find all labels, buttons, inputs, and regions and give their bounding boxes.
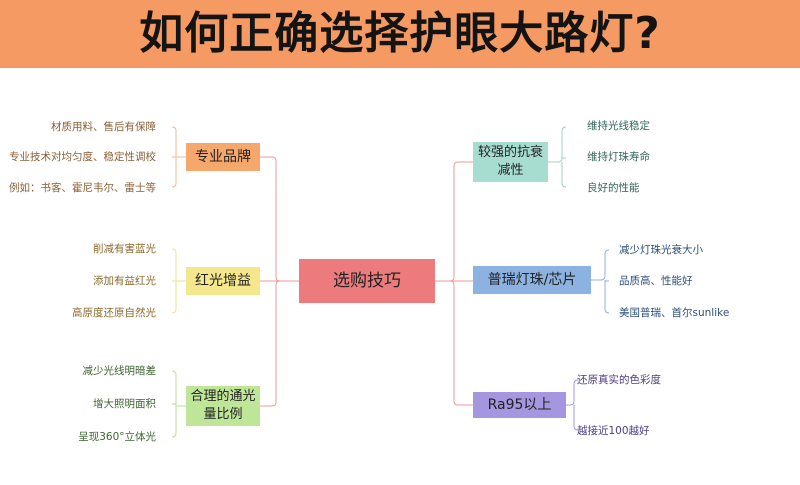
branch-red-light-gain: 红光增益 bbox=[186, 267, 260, 295]
leaf-decay-1: 维持光线稳定 bbox=[587, 120, 650, 132]
branch-light-ratio: 合理的通光量比例 bbox=[186, 386, 260, 426]
leaf-chip-2: 品质高、性能好 bbox=[619, 275, 693, 287]
connector-center-ra bbox=[435, 280, 473, 406]
branch-ra95: Ra95以上 bbox=[473, 392, 566, 418]
leaf-red-3: 高原度还原自然光 bbox=[72, 307, 156, 319]
page-title: 如何正确选择护眼大路灯? bbox=[139, 8, 661, 59]
leaf-ratio-2: 增大照明面积 bbox=[93, 398, 156, 410]
branch-professional-brand: 专业品牌 bbox=[186, 143, 260, 171]
connector-center-brand bbox=[260, 156, 299, 282]
leaf-brand-1: 材质用料、售后有保障 bbox=[51, 121, 156, 133]
leaf-red-1: 削减有害蓝光 bbox=[93, 243, 156, 255]
bracket-chip bbox=[591, 249, 610, 314]
center-node: 选购技巧 bbox=[299, 259, 435, 303]
title-banner bbox=[0, 0, 800, 68]
leaf-decay-2: 维持灯珠寿命 bbox=[587, 151, 650, 163]
leaf-brand-2: 专业技术对均匀度、稳定性调校 bbox=[9, 151, 156, 163]
leaf-brand-3: 例如：书客、霍尼韦尔、雷士等 bbox=[9, 182, 156, 194]
leaf-red-2: 添加有益红光 bbox=[93, 275, 156, 287]
connector-center-decay bbox=[435, 161, 473, 282]
bracket-ra bbox=[566, 379, 579, 431]
leaf-chip-1: 减少灯珠光衰大小 bbox=[619, 244, 703, 256]
leaf-ra-2: 越接近100越好 bbox=[577, 425, 650, 437]
leaf-chip-3: 美国普瑞、首尔sunlike bbox=[619, 307, 730, 319]
branch-chip: 普瑞灯珠/芯片 bbox=[473, 266, 591, 294]
leaf-ra-1: 还原真实的色彩度 bbox=[577, 374, 661, 386]
leaf-decay-3: 良好的性能 bbox=[587, 182, 640, 194]
connector-center-ratio bbox=[260, 280, 299, 407]
branch-anti-decay: 较强的抗衰减性 bbox=[473, 142, 548, 182]
bracket-ratio bbox=[171, 370, 186, 438]
leaf-ratio-1: 减少光线明暗差 bbox=[82, 365, 157, 377]
bracket-decay bbox=[548, 126, 567, 188]
bracket-red bbox=[171, 248, 186, 314]
bracket-brand bbox=[171, 126, 186, 188]
leaf-ratio-3: 呈现360°立体光 bbox=[78, 431, 156, 443]
